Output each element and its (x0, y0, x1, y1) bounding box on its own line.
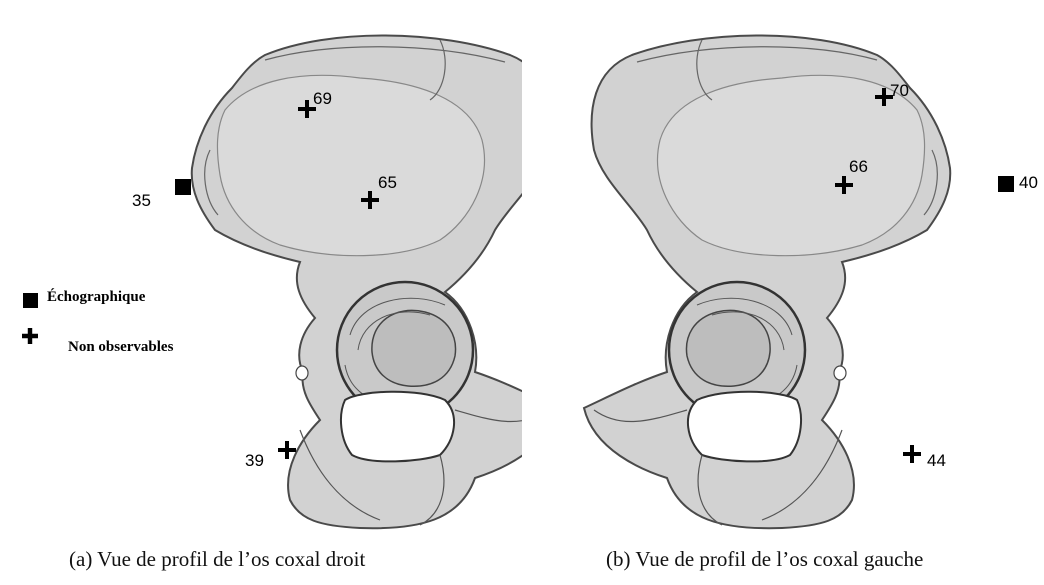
panel-left-hip-bone: 70 66 40 44 (b) Vue de profil de l’os co… (522, 0, 1044, 585)
left-hip-bone-diagram: 70 66 40 44 (522, 0, 1044, 585)
hip-bone-illustration (192, 35, 522, 528)
legend-plus-symbol (22, 328, 38, 344)
hip-bone-illustration (584, 35, 950, 528)
marker-label: 44 (927, 451, 946, 470)
legend-label: Non observables (68, 339, 173, 356)
plus-marker (278, 441, 296, 459)
marker-plus-44: 44 (903, 445, 946, 470)
plus-marker (903, 445, 921, 463)
caption-a: (a) Vue de profil de l’os coxal droit (69, 547, 365, 572)
marker-label: 35 (132, 191, 151, 210)
square-marker (998, 176, 1014, 192)
marker-label: 69 (313, 89, 332, 108)
marker-plus-39: 39 (245, 441, 296, 470)
iliac-wing-inner (217, 75, 484, 255)
caption-b: (b) Vue de profil de l’os coxal gauche (606, 547, 923, 572)
small-notch (834, 366, 846, 380)
panel-right-hip-bone: 35 69 65 39 Échographique Non observable… (0, 0, 522, 585)
acetabulum-fossa (686, 310, 770, 386)
small-notch (296, 366, 308, 380)
marker-label: 40 (1019, 173, 1038, 192)
obturator-foramen (688, 392, 801, 462)
legend-square-symbol (23, 293, 38, 308)
marker-label: 70 (890, 81, 909, 100)
marker-square-40: 40 (998, 173, 1038, 192)
square-marker (175, 179, 191, 195)
marker-label: 39 (245, 451, 264, 470)
marker-label: 65 (378, 173, 397, 192)
marker-label: 66 (849, 157, 868, 176)
legend-label: Échographique (47, 289, 145, 306)
obturator-foramen (341, 392, 454, 462)
marker-square-35: 35 (132, 179, 191, 210)
acetabulum-fossa (372, 310, 456, 386)
